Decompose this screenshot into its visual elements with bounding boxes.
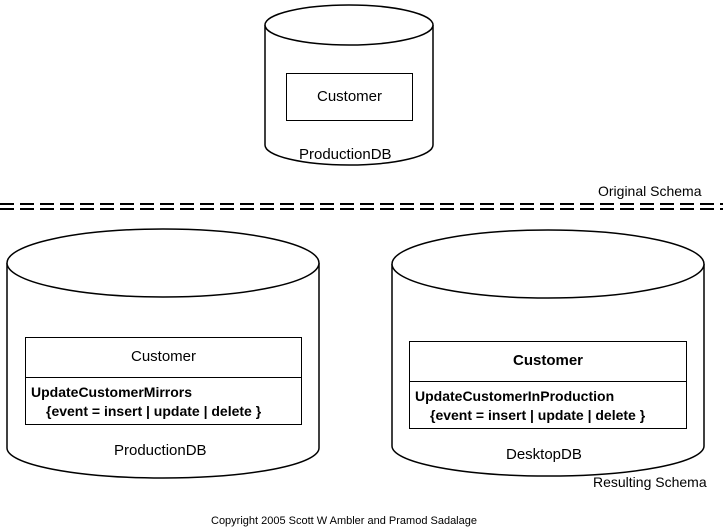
desktop-trigger: UpdateCustomerInProduction {event = inse…	[410, 382, 686, 425]
original-customer-table-label: Customer	[316, 88, 383, 105]
production-customer-table: Customer UpdateCustomerMirrors {event = …	[25, 337, 302, 425]
production-trigger-events: {event = insert | update | delete }	[46, 403, 262, 419]
desktop-db-label: DesktopDB	[506, 446, 582, 463]
desktop-customer-table-label: Customer	[410, 342, 686, 382]
copyright-notice: Copyright 2005 Scott W Ambler and Pramod…	[211, 515, 477, 527]
original-schema-label: Original Schema	[598, 183, 702, 199]
original-customer-table: Customer	[286, 73, 413, 121]
production-customer-table-label: Customer	[26, 338, 301, 378]
production-trigger-name: UpdateCustomerMirrors	[31, 384, 193, 400]
desktop-trigger-events: {event = insert | update | delete }	[430, 407, 646, 423]
resulting-production-db-label: ProductionDB	[114, 442, 207, 459]
schema-separator	[0, 203, 723, 210]
desktop-trigger-name: UpdateCustomerInProduction	[415, 388, 615, 404]
original-production-db-label: ProductionDB	[299, 146, 392, 163]
production-trigger: UpdateCustomerMirrors {event = insert | …	[26, 378, 301, 421]
resulting-schema-label: Resulting Schema	[593, 474, 707, 490]
desktop-customer-table: Customer UpdateCustomerInProduction {eve…	[409, 341, 687, 429]
